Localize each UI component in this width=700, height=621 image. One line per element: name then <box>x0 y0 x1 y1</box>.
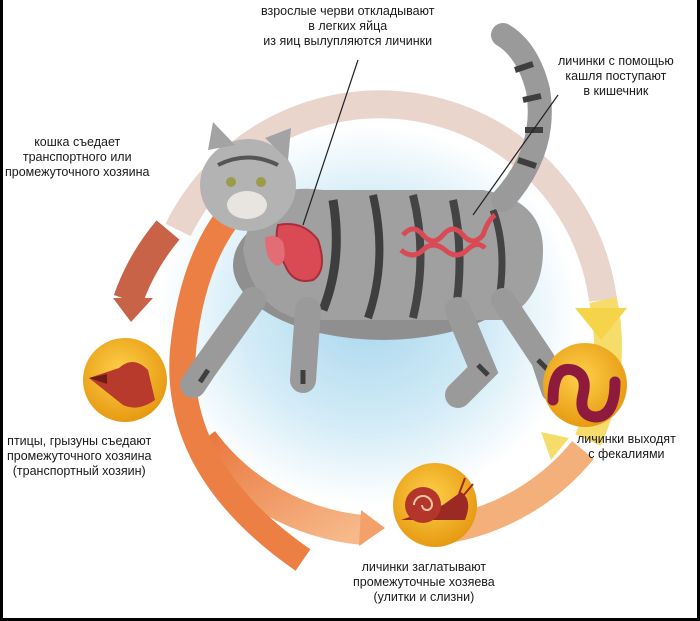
arrow-left-icon <box>541 432 569 460</box>
arrow-down-left-icon <box>113 298 153 322</box>
pointer-line-lungs <box>302 59 359 226</box>
diagram-graphics <box>83 23 627 571</box>
life-cycle-diagram: взрослые черви откладывают в легких яйца… <box>3 0 697 618</box>
lungs-icon <box>265 223 323 282</box>
larva-icon <box>543 343 627 427</box>
cat-icon <box>180 23 565 408</box>
snail-icon <box>393 463 477 547</box>
label-larvae-snails: личинки заглатывают промежуточные хозяев… <box>353 560 495 604</box>
arrow-down-icon <box>575 308 627 340</box>
intestine-icon <box>401 212 497 244</box>
intestine-loop <box>399 242 487 258</box>
ring-segment-dark <box>113 220 180 306</box>
label-adult-worms: взрослые черви откладывают в легких яйца… <box>261 4 435 48</box>
arrow-right-icon <box>359 510 385 546</box>
label-larvae-cough: личинки с помощью кашля поступают в кише… <box>558 54 674 98</box>
bird-icon <box>83 338 167 422</box>
label-larvae-feces: личинки выходят с фекалиями <box>577 432 676 461</box>
pointer-line-intestine <box>472 94 559 216</box>
label-cat-eats: кошка съедает транспортного или промежут… <box>5 135 150 179</box>
label-birds-rodents: птицы, грызуны съедают промежуточного хо… <box>7 434 152 478</box>
ring-segment-inner-orange <box>169 190 311 571</box>
